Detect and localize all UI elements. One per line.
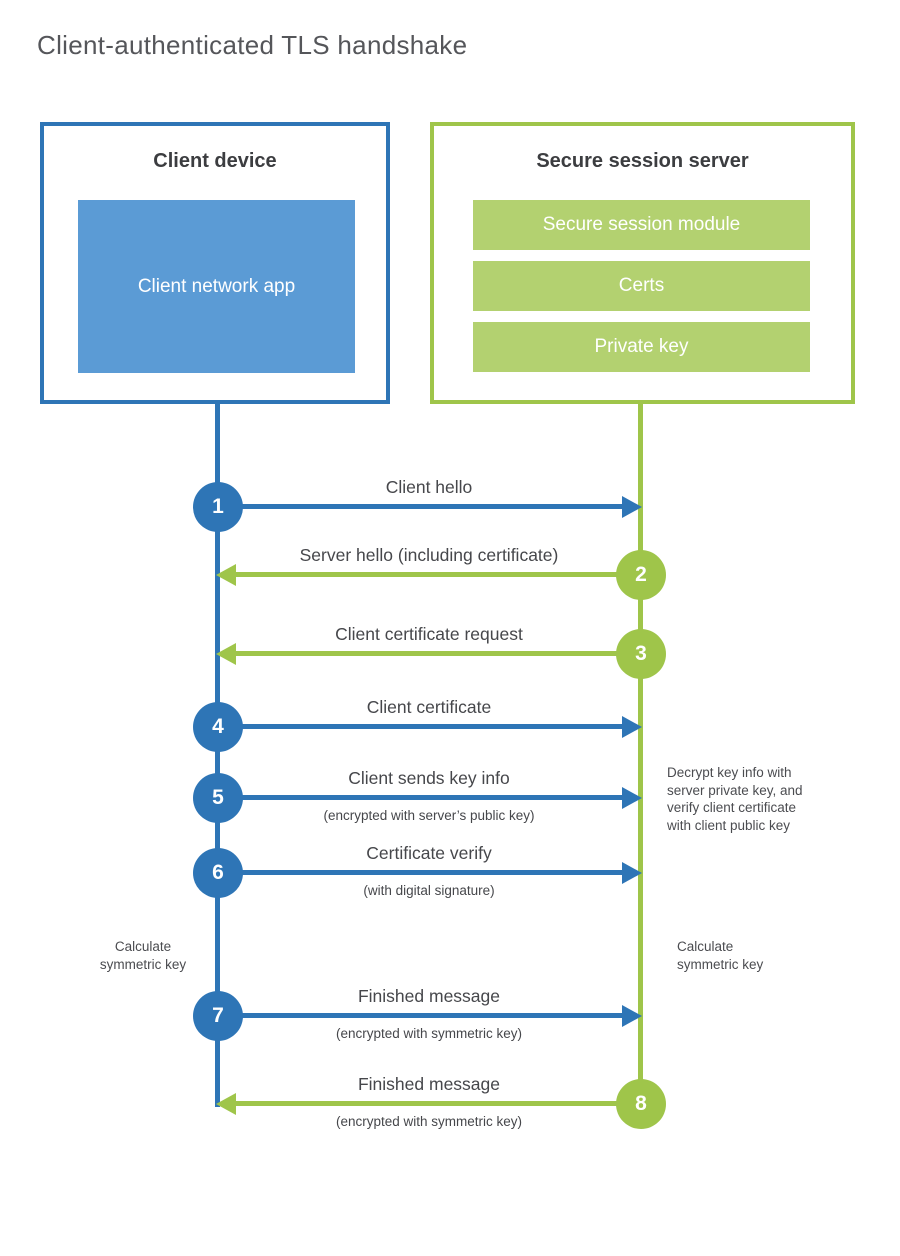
step-5-sublabel: (encrypted with server’s public key) [323,808,535,823]
secure-session-server-title: Secure session server [536,150,749,172]
step-2-circle: 2 [616,550,666,600]
step-2-arrow-line [236,572,641,577]
step-8-sublabel: (encrypted with symmetric key) [335,1114,523,1129]
step-1-number: 1 [212,495,224,518]
step-7-circle: 7 [193,991,243,1041]
step-2-number: 2 [635,563,647,586]
step-8-number: 8 [635,1092,647,1115]
client-network-app-label: Client network app [137,275,296,297]
step-4-arrow-line [218,724,624,729]
calc-symmetric-key-left: Calculate symmetric key [99,939,187,972]
step-3-label: Client certificate request [335,624,523,644]
step-7-sublabel: (encrypted with symmetric key) [335,1026,523,1041]
step-5-label: Client sends key info [348,768,510,788]
step-4-arrowhead-right-icon [622,716,642,738]
step-1-arrowhead-right-icon [622,496,642,518]
step-6-sublabel: (with digital signature) [363,883,495,898]
step-8-arrowhead-left-icon [216,1093,236,1115]
step-5-arrow-line [218,795,624,800]
decrypt-key-note: Decrypt key info with server private key… [667,765,803,833]
step-6-label: Certificate verify [366,843,492,863]
step-5-arrowhead-right-icon [622,787,642,809]
client-device-box: Client device Client network app [40,122,390,404]
step-7-arrow-line [218,1013,624,1018]
step-4-circle: 4 [193,702,243,752]
step-3-circle: 3 [616,629,666,679]
step-3-number: 3 [635,642,647,665]
server-lifeline [638,404,643,1104]
step-8-arrow-line [236,1101,641,1106]
step-7-label: Finished message [357,986,501,1006]
step-2-label: Server hello (including certificate) [299,545,559,565]
step-6-number: 6 [212,861,224,884]
step-5-number: 5 [212,786,224,809]
step-3-arrow-line [236,651,641,656]
step-7-arrowhead-right-icon [622,1005,642,1027]
step-5-circle: 5 [193,773,243,823]
step-4-label: Client certificate [366,697,492,717]
step-1-arrow-line [218,504,624,509]
secure-session-server-box: Secure session server Secure session mod… [430,122,855,404]
step-2-arrowhead-left-icon [216,564,236,586]
step-8-circle: 8 [616,1079,666,1129]
step-3-arrowhead-left-icon [216,643,236,665]
client-lifeline [215,404,220,1107]
server-module-certs: Certs [473,261,810,311]
step-7-number: 7 [212,1004,224,1027]
step-8-label: Finished message [357,1074,501,1094]
server-module-secure-session-module: Secure session module [473,200,810,250]
page-title: Client-authenticated TLS handshake [37,30,468,60]
step-1-label: Client hello [385,477,473,497]
client-device-title: Client device [153,150,277,172]
step-6-arrow-line [218,870,624,875]
calc-symmetric-key-right: Calculate symmetric key [677,939,764,972]
client-network-app-block: Client network app [78,200,355,373]
step-4-number: 4 [212,715,224,738]
step-1-circle: 1 [193,482,243,532]
step-6-arrowhead-right-icon [622,862,642,884]
step-6-circle: 6 [193,848,243,898]
server-module-private-key: Private key [473,322,810,372]
